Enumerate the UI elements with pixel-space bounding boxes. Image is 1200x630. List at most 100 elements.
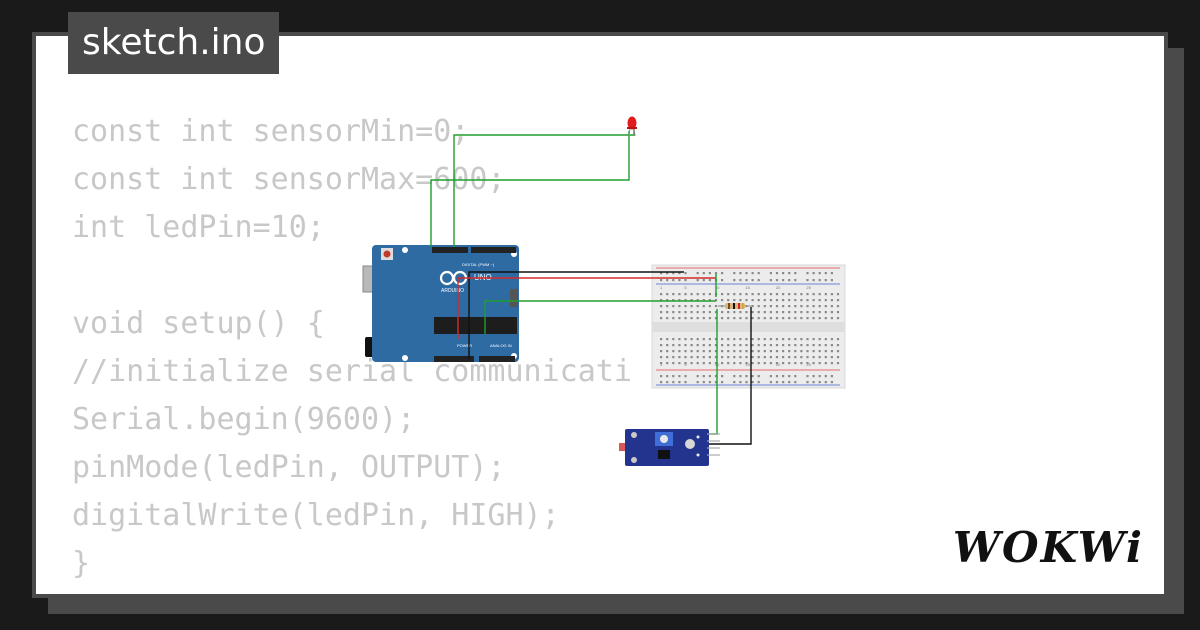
breadboard-hole — [660, 356, 663, 359]
breadboard-hole — [721, 272, 724, 275]
breadboard-hole — [702, 381, 705, 384]
breadboard-hole — [794, 344, 797, 347]
breadboard-hole — [714, 350, 718, 353]
breadboard-hole — [782, 293, 785, 296]
breadboard-hole — [800, 305, 803, 308]
breadboard-hole — [678, 375, 681, 378]
breadboard-hole — [660, 305, 663, 308]
wire-led-cathode[interactable] — [430, 131, 630, 247]
breadboard-hole — [769, 344, 772, 347]
breadboard-hole — [769, 299, 772, 302]
breadboard-hole — [678, 338, 681, 341]
breadboard-hole — [733, 381, 736, 384]
breadboard-hole — [782, 272, 785, 275]
breadboard-hole — [714, 272, 718, 275]
breadboard-hole — [751, 293, 754, 296]
breadboard-hole — [782, 279, 785, 282]
breadboard-hole — [751, 311, 754, 314]
breadboard-holes — [660, 272, 840, 384]
breadboard-hole — [660, 293, 663, 296]
breadboard-hole — [714, 375, 718, 378]
resistor[interactable] — [718, 303, 752, 309]
breadboard-column-label: 5 — [684, 285, 687, 290]
breadboard-hole — [794, 317, 797, 320]
breadboard-hole — [745, 338, 748, 341]
breadboard-hole — [696, 317, 699, 320]
breadboard-hole — [739, 311, 742, 314]
breadboard-hole — [818, 293, 821, 296]
breadboard-hole — [830, 381, 833, 384]
breadboard-hole — [769, 356, 772, 359]
breadboard-hole — [690, 305, 693, 308]
breadboard-hole — [745, 272, 748, 275]
breadboard-hole — [708, 362, 711, 365]
breadboard-hole — [684, 338, 687, 341]
breadboard-hole — [690, 350, 693, 353]
breadboard-hole — [775, 311, 779, 314]
breadboard-hole — [684, 299, 687, 302]
wire-sensor-gnd[interactable] — [707, 307, 752, 445]
breadboard-hole — [733, 362, 736, 365]
breadboard-hole — [806, 356, 809, 359]
breadboard-hole — [721, 381, 724, 384]
breadboard-hole — [727, 350, 730, 353]
code-line: int ledPin=10; — [72, 210, 325, 245]
code-line: } — [72, 546, 91, 581]
breadboard-hole — [824, 305, 827, 308]
wire-5v[interactable] — [457, 277, 716, 339]
wire-gnd[interactable] — [468, 271, 684, 359]
breadboard-hole — [824, 311, 827, 314]
breadboard-hole — [672, 311, 675, 314]
breadboard-hole — [788, 293, 791, 296]
breadboard-hole — [660, 350, 663, 353]
breadboard-hole — [690, 317, 693, 320]
arduino-uno-board[interactable]: UNO ARDUINO DIGITAL (PWM ~) ANALOG IN PO… — [362, 245, 519, 362]
breadboard-hole — [757, 293, 760, 296]
breadboard-hole — [714, 317, 718, 320]
code-editor: const int sensorMin=0;const int sensorMa… — [72, 108, 632, 588]
breadboard-hole — [660, 311, 663, 314]
breadboard-hole — [708, 279, 711, 282]
breadboard-hole — [660, 317, 663, 320]
breadboard-hole — [763, 338, 766, 341]
breadboard-hole — [666, 293, 669, 296]
breadboard-hole — [660, 338, 663, 341]
breadboard-hole — [708, 375, 711, 378]
breadboard-hole — [727, 317, 730, 320]
breadboard-hole — [775, 279, 779, 282]
breadboard-hole — [702, 299, 705, 302]
breadboard-hole — [757, 344, 760, 347]
breadboard-hole — [824, 362, 827, 365]
breadboard-hole — [714, 305, 718, 308]
wire-signal[interactable] — [484, 300, 716, 334]
breadboard-hole — [745, 350, 748, 353]
breadboard-hole — [739, 356, 742, 359]
breadboard-hole — [733, 375, 736, 378]
breadboard-hole — [666, 356, 669, 359]
breadboard-hole — [745, 375, 748, 378]
breadboard-hole — [696, 311, 699, 314]
breadboard-hole — [824, 293, 827, 296]
breadboard-hole — [836, 305, 840, 308]
file-name-tab[interactable]: sketch.ino — [68, 12, 280, 74]
breadboard-hole — [684, 375, 687, 378]
breadboard-hole — [660, 381, 663, 384]
breadboard-hole — [684, 311, 687, 314]
wire-led-anode[interactable] — [453, 127, 635, 247]
breadboard-hole — [684, 356, 687, 359]
breadboard-hole — [708, 344, 711, 347]
breadboard-hole — [812, 338, 815, 341]
breadboard-hole — [812, 381, 815, 384]
red-led[interactable] — [627, 116, 637, 137]
breadboard-hole — [751, 356, 754, 359]
breadboard-hole — [757, 350, 760, 353]
board-digital-label: DIGITAL (PWM ~) — [462, 262, 495, 267]
breadboard-hole — [678, 293, 681, 296]
breadboard-hole — [806, 344, 809, 347]
breadboard-hole — [678, 299, 681, 302]
breadboard-hole — [812, 299, 815, 302]
breadboard-hole — [788, 338, 791, 341]
photoresistor-sensor-module[interactable] — [619, 429, 720, 466]
breadboard-hole — [788, 279, 791, 282]
